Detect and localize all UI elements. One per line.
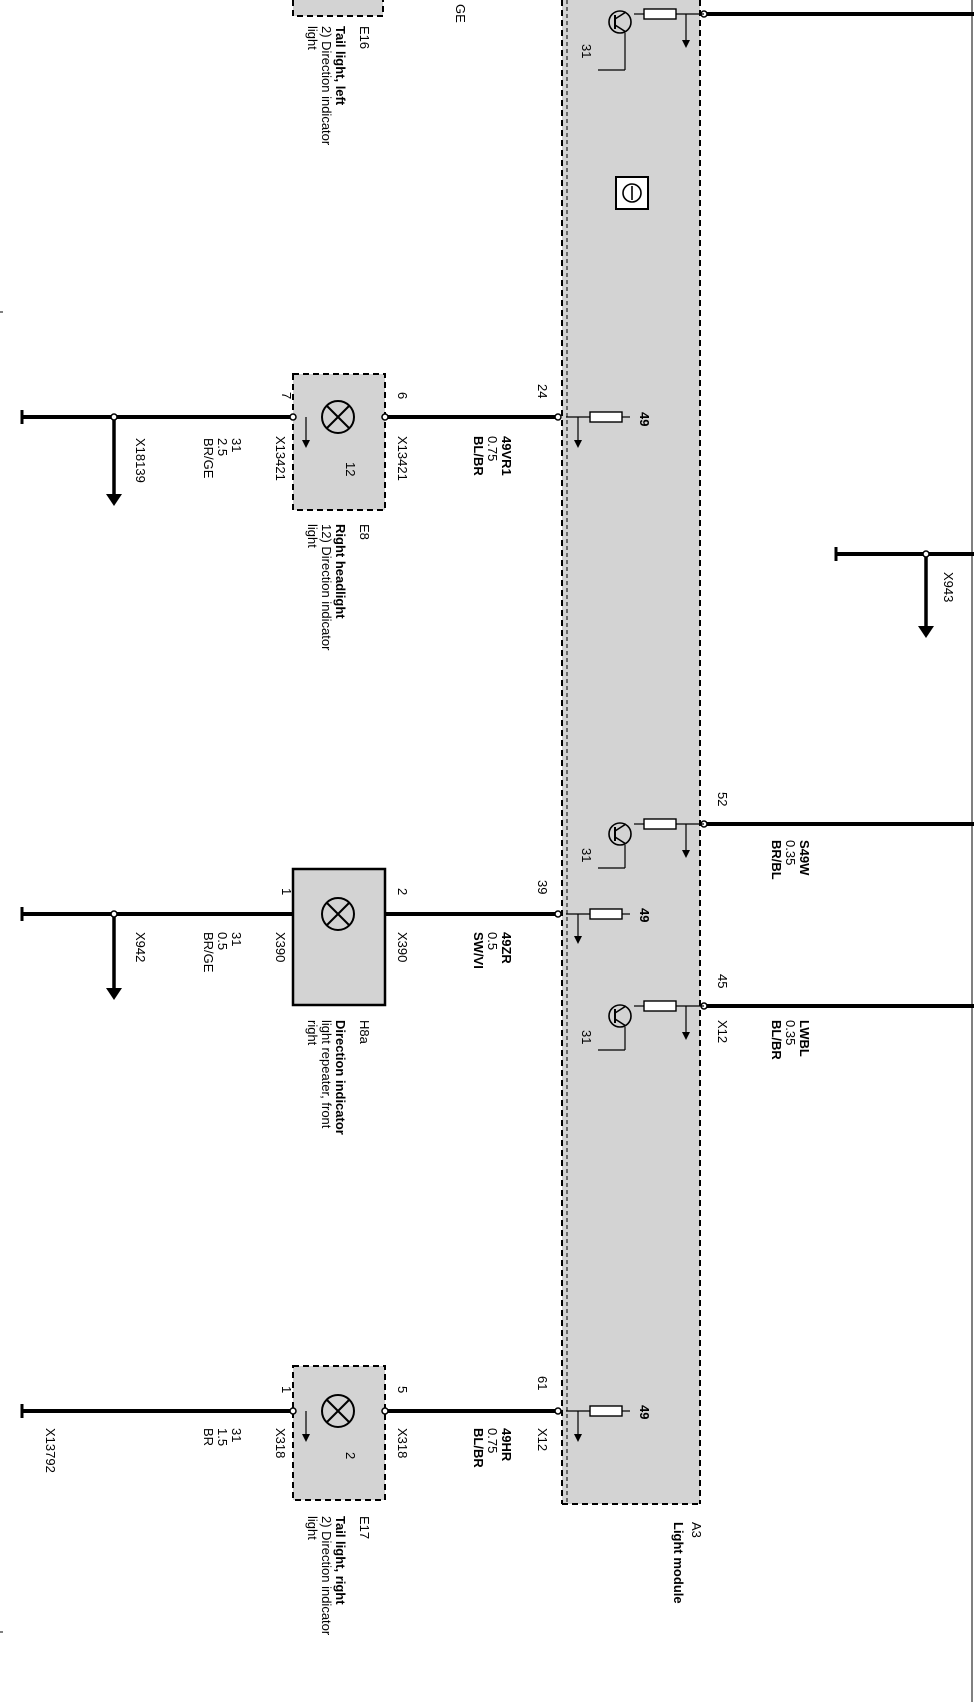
splice-x18139: X18139 [133,438,148,483]
splice-x943-branch: X943 [834,547,974,638]
ground-label-52: 31 [579,848,594,862]
e16-desc-3: light [305,26,320,50]
circuit-pin39: 49 39 49ZR 0.5 SW/VI X942 31 0.5 BR/GE [20,880,652,1000]
w24-gnd-size: 2.5 [215,438,230,456]
w45-connector: X12 [715,1020,730,1043]
w39-gnd-signal: 31 [229,932,244,946]
e17-desc-1: Tail light, right [333,1516,348,1605]
diagnosis-icon [615,176,649,210]
pin-39: 39 [535,880,550,894]
e17-desc-2: 2) Direction indicator [319,1516,334,1636]
e16-desc-1: Tail light, left [333,26,348,106]
pin-45: 45 [715,974,730,988]
module-name: Light module [671,1522,686,1604]
w52-signal: S49W [797,840,812,876]
e17-conn-bottom: X318 [273,1428,288,1458]
light-module-a3 [561,0,701,1505]
ground-label: 31 [579,44,594,58]
w45-color: BL/BR [769,1020,784,1060]
w61-connector: X12 [535,1428,550,1451]
w24-gnd-signal: 31 [229,438,244,452]
e17-pin-top: 5 [395,1386,410,1393]
w24-signal: 49VR1 [499,436,514,476]
e8-pin-top: 6 [395,392,410,399]
pin-61: 61 [535,1376,550,1390]
w39-signal: 49ZR [499,932,514,964]
w52-color: BR/BL [769,840,784,880]
pin-24: 24 [535,384,550,398]
w61-gnd-signal: 31 [229,1428,244,1442]
e8-conn-top: X13421 [395,436,410,481]
w61-gnd-color: BR [201,1428,216,1446]
e16-desc-2: 2) Direction indicator [319,26,334,146]
w24-gnd-color: BR/GE [201,438,216,479]
w39-color: SW/VI [471,932,486,969]
w24-color: BL/BR [471,436,486,476]
e8-pin-bottom: 7 [279,392,294,399]
e17-conn-top: X318 [395,1428,410,1458]
w39-size: 0.5 [485,932,500,950]
splice-x943: X943 [941,572,956,602]
h8a-id: H8a [357,1020,372,1045]
e17-pin-inner: 2 [343,1452,358,1459]
module-id: A3 [689,1522,704,1538]
e17-id: E17 [357,1516,372,1539]
e16-id: E16 [357,26,372,49]
circuit-pin45: 31 45 X12 LWBL 0.35 BL/BR [579,974,974,1060]
e8-desc-2: 12) Direction indicator [319,524,334,651]
circuit-pin52: 31 52 S49W 0.35 BR/BL [579,792,974,880]
w61-color: BL/BR [471,1428,486,1468]
circuit-pin61: 49 61 X12 49HR 0.75 BL/BR X13792 31 1.5 … [20,1376,652,1473]
w39-gnd-size: 0.5 [215,932,230,950]
component-e8: 6 7 12 X13421 X13421 E8 Right headlight … [273,373,410,651]
h8a-pin-bottom: 1 [279,888,294,895]
source-label-39: 49 [637,908,652,922]
w45-size: 0.35 [783,1020,798,1045]
w24-size: 0.75 [485,436,500,461]
w61-gnd-size: 1.5 [215,1428,230,1446]
h8a-pin-top: 2 [395,888,410,895]
e8-pin-inner: 12 [343,462,358,476]
splice-x13792: X13792 [43,1428,58,1473]
e8-id: E8 [357,524,372,540]
ge-fragment: GE [453,4,468,23]
source-label-61: 49 [637,1405,652,1419]
source-label: 49 [637,412,652,426]
e8-conn-bottom: X13421 [273,436,288,481]
h8a-desc-1: Direction indicator [333,1020,348,1135]
circuit-pin24: 49 24 49VR1 0.75 BL/BR X18139 31 2.5 BR/… [20,384,652,506]
component-e17: 5 1 2 X318 X318 E17 Tail light, right 2)… [273,1365,410,1636]
h8a-desc-2: light repeater, front [319,1020,334,1129]
e8-desc-1: Right headlight [333,524,348,619]
w52-size: 0.35 [783,840,798,865]
pin-52: 52 [715,792,730,806]
e17-pin-bottom: 1 [279,1386,294,1393]
e8-desc-3: light [305,524,320,548]
w45-signal: LWBL [797,1020,812,1057]
ground-label-45: 31 [579,1030,594,1044]
e17-desc-3: light [305,1516,320,1540]
w39-gnd-color: BR/GE [201,932,216,973]
component-h8a: 2 1 X390 X390 H8a Direction indicator li… [273,867,410,1135]
h8a-conn-top: X390 [395,932,410,962]
h8a-desc-3: right [305,1020,320,1046]
splice-x942: X942 [133,932,148,962]
top-output-stage: 31 [579,8,974,71]
h8a-conn-bottom: X390 [273,932,288,962]
component-e16: E16 Tail light, left 2) Direction indica… [292,0,384,146]
w61-size: 0.75 [485,1428,500,1453]
w61-signal: 49HR [499,1428,514,1462]
